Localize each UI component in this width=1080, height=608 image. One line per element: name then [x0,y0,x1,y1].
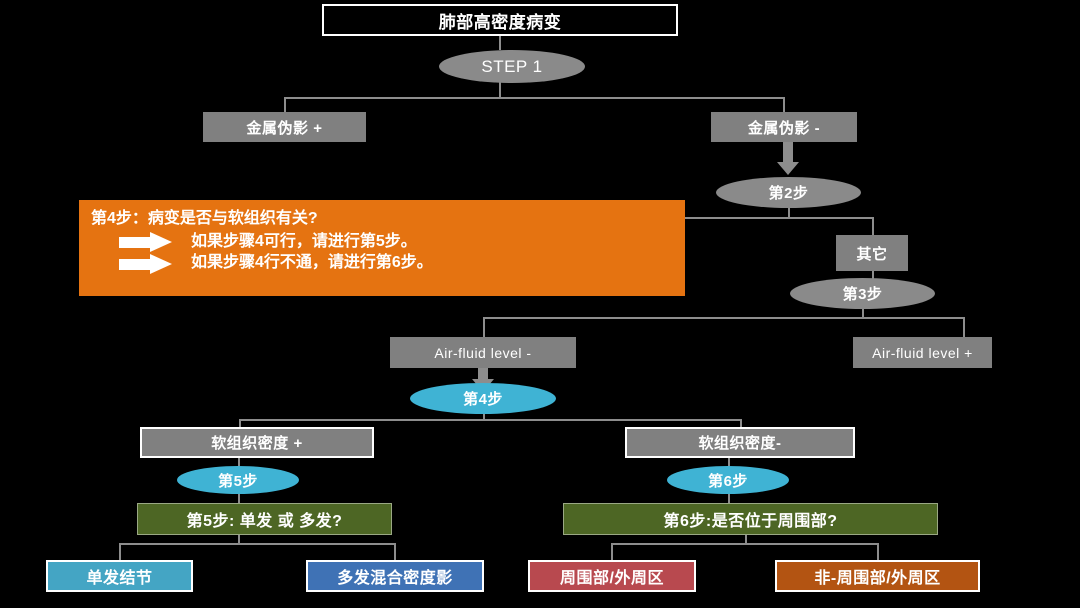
node-root-label: 肺部高密度病变 [438,12,562,32]
node-metal-artifact-positive[interactable]: 金属伪影 + [203,112,366,142]
node-soft-tissue-positive[interactable]: 软组织密度 + [140,427,374,458]
node-step6-label: 第6步 [708,472,748,490]
connector-to-airfluid-plus [963,317,965,337]
connector-q6-to-nonperipheral [877,543,879,560]
callout-step4-line-2: 如果步骤4行不通，请进行第6步。 [191,254,433,272]
node-step2[interactable]: 第2步 [716,177,861,208]
connector-step3-split [483,317,964,319]
callout-step4-row-2: 如果步骤4行不通，请进行第6步。 [91,253,673,274]
node-soft-tissue-positive-label: 软组织密度 + [211,435,303,452]
node-airfluid-negative[interactable]: Air-fluid level - [390,337,576,368]
node-terminal-nonperipheral[interactable]: 非-周围部/外周区 [775,560,980,592]
node-other[interactable]: 其它 [836,235,908,271]
node-question-step5-label: 第5步: 单发 或 多发? [186,513,343,530]
right-arrow-icon [119,231,173,252]
connector-q5-to-multiple [394,543,396,560]
connector-soft-plus-to-step5 [238,456,240,466]
node-terminal-multiple-mixed-label: 多发混合密度影 [337,570,453,587]
node-step2-label: 第2步 [768,185,809,202]
connector-step4-down [483,413,485,420]
connector-q5-split [119,543,396,545]
connector-q6-split [611,543,878,545]
node-root[interactable]: 肺部高密度病变 [322,4,678,36]
node-terminal-peripheral[interactable]: 周围部/外周区 [528,560,696,592]
node-step1-label: STEP 1 [481,56,543,76]
node-question-step6[interactable]: 第6步:是否位于周围部? [563,503,938,535]
node-soft-tissue-negative[interactable]: 软组织密度- [625,427,855,458]
node-step4[interactable]: 第4步 [410,383,556,414]
connector-q5-down [238,534,240,544]
node-soft-tissue-negative-label: 软组织密度- [698,435,782,452]
arrow-airfluid-to-step4-stem [478,367,488,381]
connector-step1-split [284,97,784,99]
connector-to-metal-minus [783,97,785,112]
callout-step4-line-1: 如果步骤4可行，请进行第5步。 [191,232,417,250]
node-step4-label: 第4步 [463,391,503,408]
connector-to-metal-plus [284,97,286,112]
connector-root-to-step1 [499,35,501,50]
node-step6[interactable]: 第6步 [667,466,789,494]
connector-q6-to-peripheral [611,543,613,560]
right-arrow-icon [119,253,173,274]
node-airfluid-positive[interactable]: Air-fluid level + [853,337,992,368]
node-step1[interactable]: STEP 1 [439,50,585,83]
node-other-label: 其它 [856,245,888,263]
node-step3[interactable]: 第3步 [790,278,935,309]
connector-to-airfluid-minus [483,317,485,337]
arrow-metal-minus-to-step2-stem [783,141,793,163]
node-terminal-single-nodule[interactable]: 单发结节 [46,560,193,592]
node-question-step6-label: 第6步:是否位于周围部? [663,513,838,530]
connector-step4-split [239,419,741,421]
node-metal-artifact-negative-label: 金属伪影 - [747,119,821,137]
callout-step4-title: 第4步：病变是否与软组织有关? [91,210,318,227]
node-step3-label: 第3步 [842,286,883,303]
node-terminal-nonperipheral-label: 非-周围部/外周区 [814,570,941,587]
connector-soft-minus-to-step6 [728,456,730,466]
connector-q6-down [745,534,747,544]
node-terminal-single-nodule-label: 单发结节 [86,570,153,587]
connector-step2-split [680,217,874,219]
node-metal-artifact-negative[interactable]: 金属伪影 - [711,112,857,142]
node-step5[interactable]: 第5步 [177,466,299,494]
callout-step4[interactable]: 第4步：病变是否与软组织有关? 如果步骤4可行，请进行第5步。 如果步骤4行不通… [79,200,685,296]
node-metal-artifact-positive-label: 金属伪影 + [246,119,323,137]
connector-step3-down [862,308,864,318]
connector-step2-to-other [872,217,874,235]
connector-step1-down [499,82,501,99]
connector-step5-to-question [238,494,240,504]
connector-q5-to-single [119,543,121,560]
connector-other-to-step3 [872,270,874,280]
connector-to-soft-plus [239,419,241,428]
node-step5-label: 第5步 [218,472,258,490]
node-airfluid-negative-label: Air-fluid level - [434,344,532,361]
node-terminal-peripheral-label: 周围部/外周区 [560,570,664,587]
connector-step2-down [788,207,790,219]
callout-step4-row-1: 如果步骤4可行，请进行第5步。 [91,231,673,253]
node-airfluid-positive-label: Air-fluid level + [872,344,973,361]
connector-to-soft-minus [740,419,742,428]
arrow-metal-minus-to-step2-head [777,162,799,175]
node-question-step5[interactable]: 第5步: 单发 或 多发? [137,503,392,535]
connector-step6-to-question [728,494,730,504]
node-terminal-multiple-mixed[interactable]: 多发混合密度影 [306,560,484,592]
